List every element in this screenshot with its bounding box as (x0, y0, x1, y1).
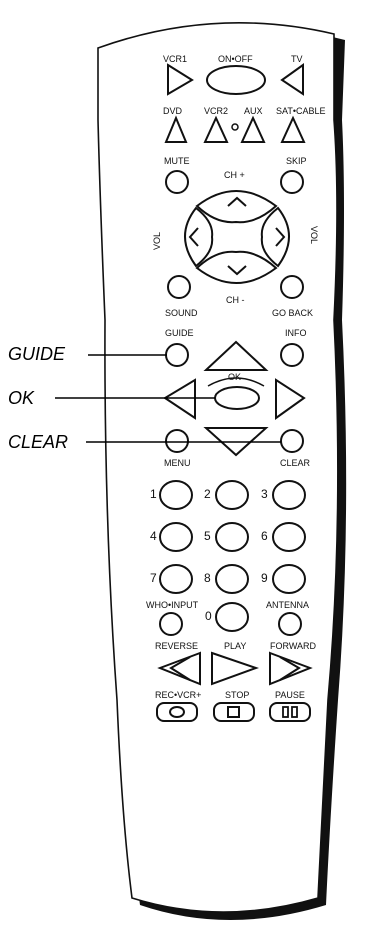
digit-label: 8 (204, 571, 211, 585)
volume-up-button[interactable] (260, 206, 290, 268)
record-icon (169, 706, 185, 718)
chevron-right-icon (275, 227, 286, 247)
chevron-up-icon (227, 196, 247, 207)
stop-label: STOP (225, 690, 249, 700)
tv-label: TV (291, 54, 303, 64)
mute-button[interactable] (165, 170, 189, 194)
info-label: INFO (285, 328, 307, 338)
who-input-label: WHO•INPUT (146, 600, 199, 610)
who-input-button[interactable] (159, 612, 183, 636)
guide-callout: GUIDE (8, 344, 66, 364)
pause-button[interactable] (269, 702, 311, 722)
sat-cable-label: SAT•CABLE (276, 106, 326, 116)
mute-label: MUTE (164, 156, 190, 166)
vcr2-button[interactable] (203, 115, 229, 143)
play-label: PLAY (224, 641, 246, 651)
digit-label: 0 (205, 609, 212, 623)
digit-label: 2 (204, 487, 211, 501)
stop-button[interactable] (213, 702, 255, 722)
info-button[interactable] (280, 343, 304, 367)
ok-callout: OK (8, 388, 35, 408)
digit-3-button[interactable] (272, 480, 306, 510)
chevron-down-icon (227, 265, 247, 276)
ok-button[interactable] (214, 386, 260, 410)
digit-label: 3 (261, 487, 268, 501)
digit-2-button[interactable] (215, 480, 249, 510)
go-back-button[interactable] (280, 275, 304, 299)
arrow-left-button[interactable] (163, 378, 196, 420)
digit-label: 9 (261, 571, 268, 585)
sound-button[interactable] (167, 275, 191, 299)
indicator-light-icon (231, 123, 239, 131)
rewind-icon (157, 651, 201, 686)
forward-button[interactable] (269, 651, 313, 686)
skip-label: SKIP (286, 156, 307, 166)
stop-icon (227, 706, 240, 718)
vcr1-button[interactable] (167, 63, 194, 96)
ch-minus-label: CH - (226, 295, 245, 305)
guide-label: GUIDE (165, 328, 194, 338)
channel-up-button[interactable] (195, 190, 278, 224)
digit-1-button[interactable] (159, 480, 193, 510)
digit-label: 5 (204, 529, 211, 543)
ok-label: OK (228, 372, 241, 382)
record-button[interactable] (156, 702, 198, 722)
channel-down-button[interactable] (195, 250, 278, 284)
forward-label: FORWARD (270, 641, 316, 651)
digit-9-button[interactable] (272, 564, 306, 594)
arrow-right-button[interactable] (275, 378, 306, 420)
aux-label: AUX (244, 106, 263, 116)
chevron-left-icon (188, 227, 199, 247)
reverse-button[interactable] (157, 651, 201, 686)
tv-button[interactable] (280, 63, 304, 96)
aux-button[interactable] (240, 115, 266, 143)
clear-button[interactable] (280, 429, 304, 453)
antenna-label: ANTENNA (266, 600, 309, 610)
pause-label: PAUSE (275, 690, 305, 700)
digit-5-button[interactable] (215, 522, 249, 552)
sat-cable-button[interactable] (280, 115, 306, 143)
digit-label: 6 (261, 529, 268, 543)
dvd-label: DVD (163, 106, 183, 116)
vcr1-label: VCR1 (163, 54, 187, 64)
vol-right-label: VOL (309, 226, 319, 244)
vol-left-label: VOL (152, 232, 162, 250)
on-off-button[interactable] (206, 65, 266, 95)
play-button[interactable] (211, 651, 260, 686)
guide-button[interactable] (165, 343, 189, 367)
digit-4-button[interactable] (159, 522, 193, 552)
digit-label: 4 (150, 529, 157, 543)
vcr2-label: VCR2 (204, 106, 228, 116)
skip-button[interactable] (280, 170, 304, 194)
digit-label: 1 (150, 487, 157, 501)
digit-7-button[interactable] (159, 564, 193, 594)
rec-vcr-plus-label: REC•VCR+ (155, 690, 201, 700)
antenna-button[interactable] (278, 612, 302, 636)
digit-0-button[interactable] (215, 602, 249, 632)
menu-button[interactable] (165, 429, 189, 453)
digit-6-button[interactable] (272, 522, 306, 552)
digit-label: 7 (150, 571, 157, 585)
sound-label: SOUND (165, 308, 198, 318)
pause-icon (282, 706, 289, 718)
go-back-label: GO BACK (272, 308, 313, 318)
arrow-up-button[interactable] (203, 340, 269, 371)
reverse-label: REVERSE (155, 641, 198, 651)
ch-plus-label: CH + (224, 170, 245, 180)
dvd-button[interactable] (164, 115, 188, 143)
volume-down-button[interactable] (184, 206, 214, 268)
on-off-label: ON•OFF (218, 54, 253, 64)
ok-arc-icon (207, 377, 265, 387)
clear-label: CLEAR (280, 458, 311, 468)
digit-8-button[interactable] (215, 564, 249, 594)
menu-label: MENU (164, 458, 191, 468)
fast-forward-icon (269, 651, 313, 686)
clear-callout: CLEAR (8, 432, 68, 452)
